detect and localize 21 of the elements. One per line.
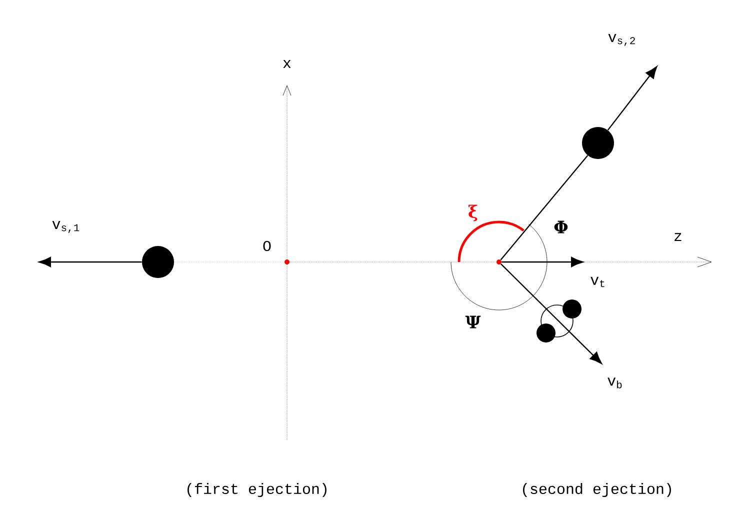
point-marker bbox=[496, 260, 502, 264]
angle-label: Ψ bbox=[465, 316, 481, 328]
line bbox=[500, 155, 588, 260]
vector-label: v$_{s,2}$ bbox=[608, 34, 635, 46]
ball bbox=[582, 127, 614, 159]
vector-label: v$_{b}$ bbox=[608, 378, 622, 388]
arrow bbox=[38, 256, 142, 268]
arrow bbox=[500, 263, 602, 364]
ball bbox=[142, 246, 174, 278]
caption: (first ejection) bbox=[188, 483, 326, 497]
vector-label: v$_{s,1}$ bbox=[52, 221, 80, 233]
point-marker bbox=[284, 260, 290, 264]
vector-label: v$_{t}$ bbox=[590, 276, 604, 288]
angle-label: ξ bbox=[468, 204, 478, 222]
angle-label: Φ bbox=[554, 220, 568, 234]
axis-label: x bbox=[283, 60, 291, 68]
caption: (second ejection) bbox=[523, 483, 671, 497]
axis-label: z bbox=[674, 233, 682, 241]
origin-label: O bbox=[263, 240, 271, 252]
arrow bbox=[502, 256, 584, 268]
arrow bbox=[607, 66, 658, 131]
